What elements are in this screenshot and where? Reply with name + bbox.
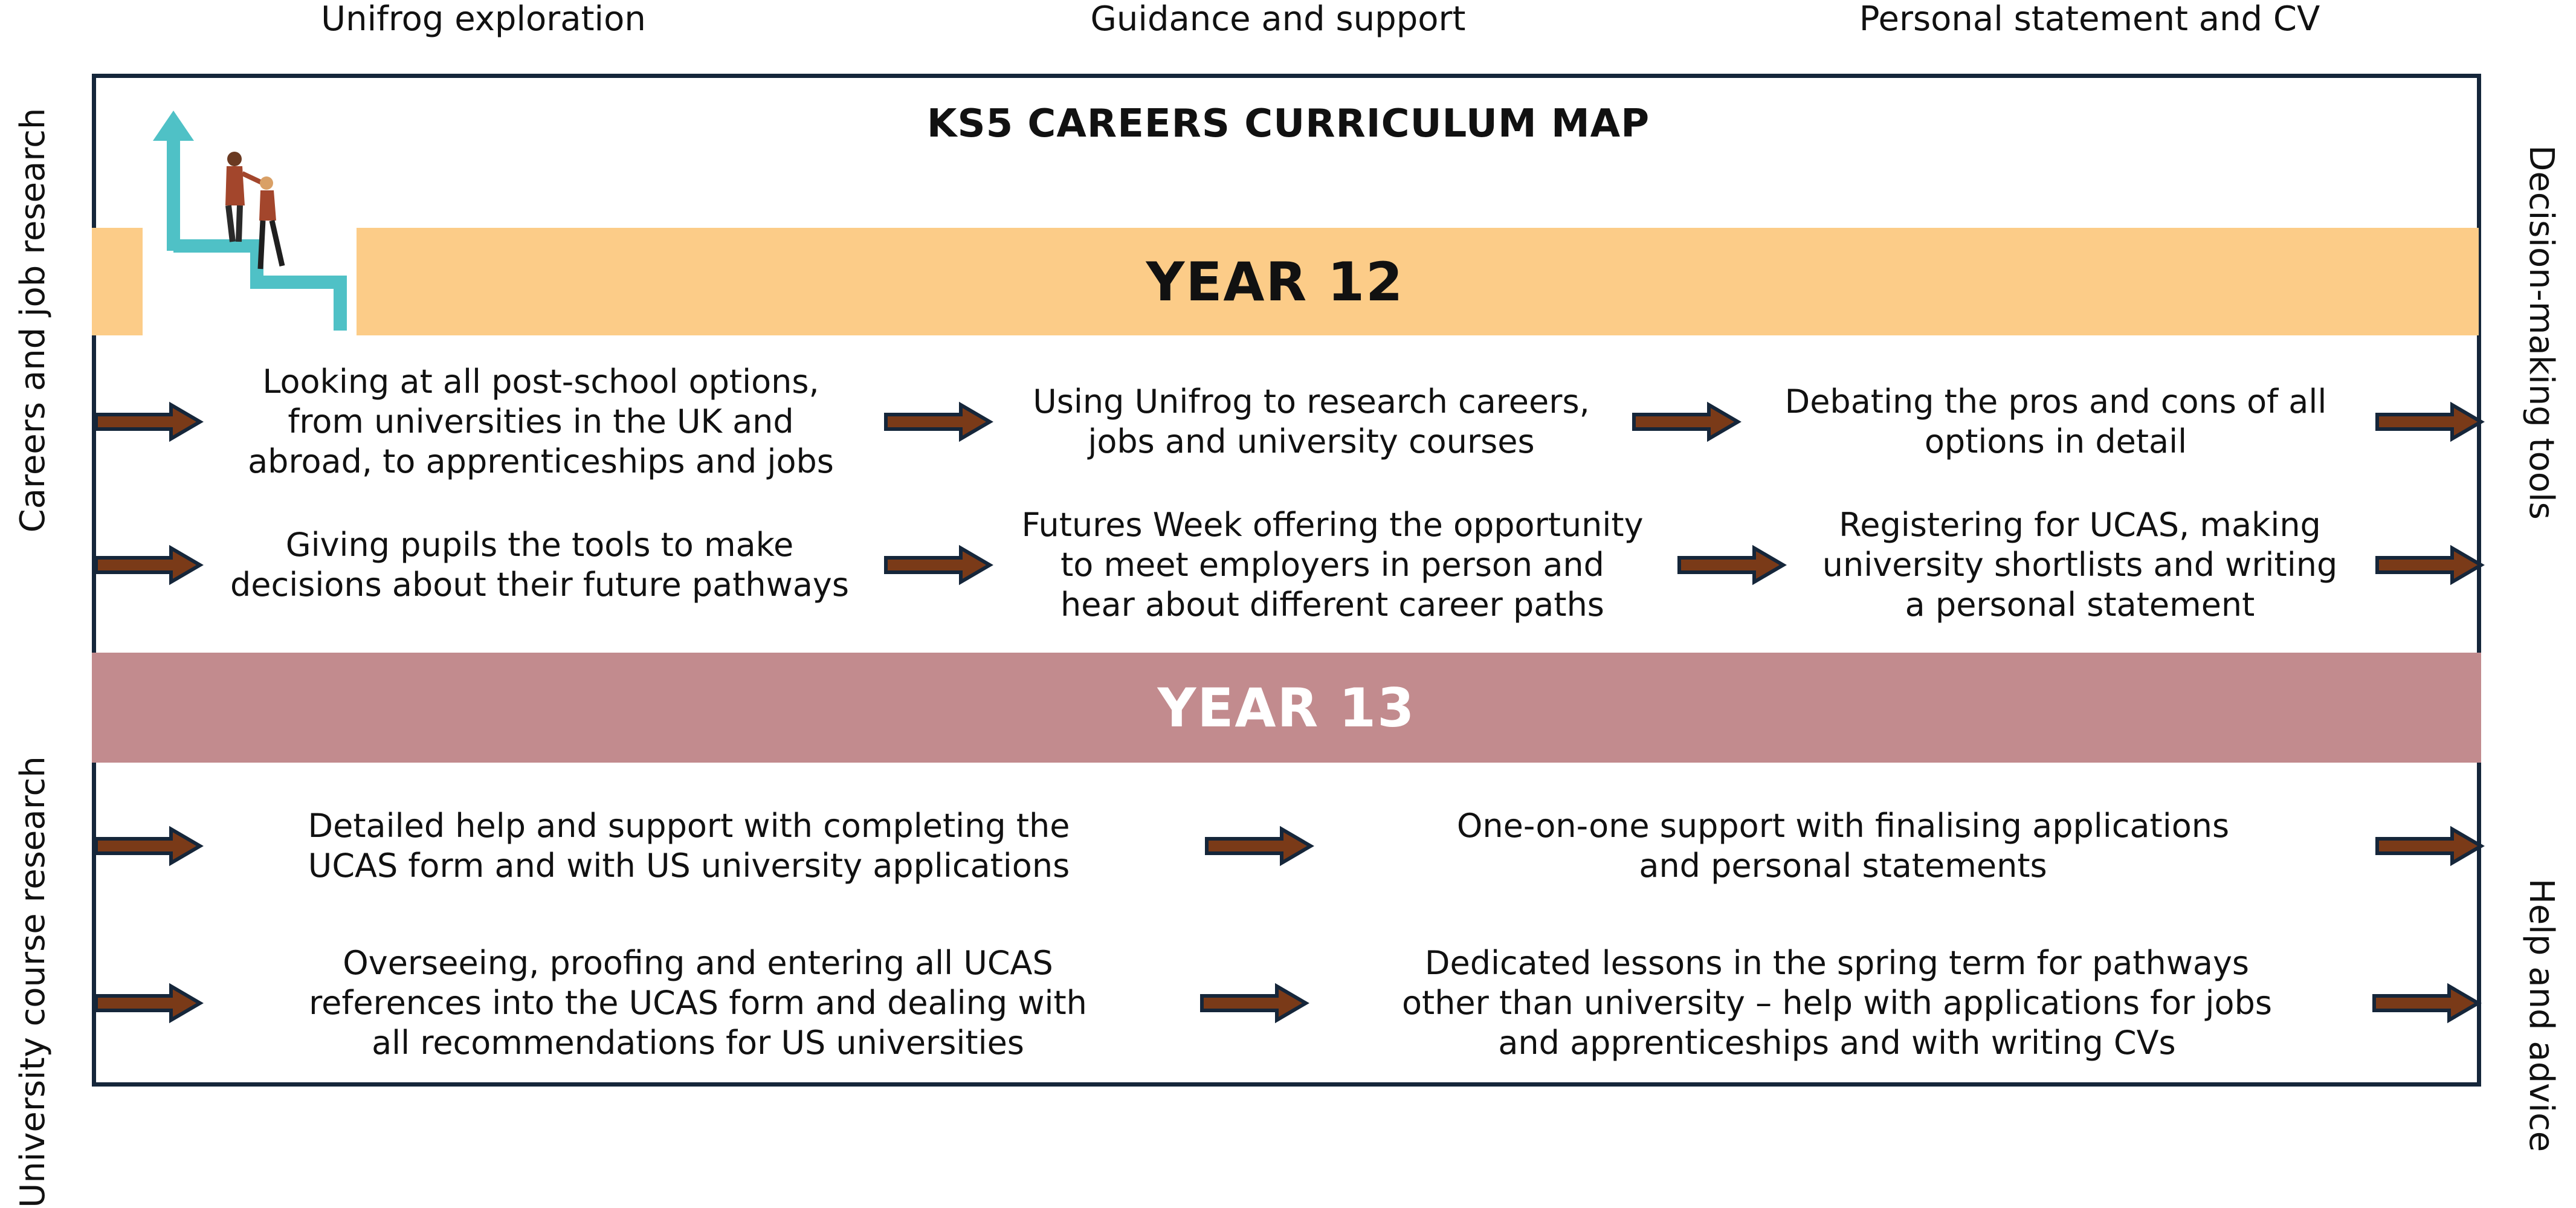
year12-band: YEAR 12 [357, 228, 2479, 335]
column-header-unifrog-exploration: Unifrog exploration [321, 0, 646, 39]
right-arrow-icon [94, 825, 204, 867]
right-arrow-icon [1200, 983, 1309, 1024]
curriculum-map-frame [92, 74, 2481, 1087]
y13-row1-col1-text: Detailed help and support with completin… [308, 807, 1070, 885]
right-arrow-shape [94, 983, 204, 1024]
column-header-guidance-support: Guidance and support [1090, 0, 1466, 39]
right-arrow-icon [94, 983, 204, 1024]
right-arrow-icon [2375, 401, 2485, 442]
year13-label: YEAR 13 [1157, 676, 1416, 739]
people-helping-icon [225, 152, 285, 270]
column-header-personal-statement-cv: Personal statement and CV [1859, 0, 2320, 39]
right-arrow-shape [884, 401, 993, 442]
right-arrow-icon [1632, 401, 1742, 442]
right-arrow-icon [94, 401, 204, 442]
side-label-decision-making-tools: Decision-making tools [2522, 145, 2561, 520]
right-arrow-shape [94, 544, 204, 586]
right-arrow-shape [884, 544, 993, 586]
right-arrow-shape [2375, 825, 2485, 867]
staircase-arrow-icon [153, 111, 347, 331]
right-arrow-icon [884, 544, 993, 586]
right-arrow-shape [1205, 825, 1314, 867]
year13-band: YEAR 13 [92, 653, 2481, 763]
right-arrow-shape [2372, 983, 2482, 1024]
page-title: KS5 CAREERS CURRICULUM MAP [926, 102, 1650, 146]
y13-row1-col2-text: One-on-one support with finalising appli… [1456, 807, 2230, 885]
right-arrow-icon [1205, 825, 1314, 867]
right-arrow-icon [884, 401, 993, 442]
right-arrow-shape [94, 401, 204, 442]
right-arrow-icon [2372, 983, 2482, 1024]
right-arrow-icon [94, 544, 204, 586]
right-arrow-shape [94, 825, 204, 867]
right-arrow-icon [1677, 544, 1787, 586]
side-label-help-and-advice: Help and advice [2522, 878, 2561, 1152]
y13-row2-col2-text: Dedicated lessons in the spring term for… [1402, 944, 2272, 1062]
right-arrow-icon [2375, 544, 2485, 586]
right-arrow-shape [2375, 544, 2485, 586]
right-arrow-shape [1632, 401, 1742, 442]
side-label-university-course-research: University course research [13, 756, 53, 1208]
y12-row1-col2-text: Using Unifrog to research careers,jobs a… [1033, 383, 1590, 460]
year12-label: YEAR 12 [1146, 250, 1404, 313]
right-arrow-shape [1200, 983, 1309, 1024]
right-arrow-icon [2375, 825, 2485, 867]
y12-row1-col1-text: Looking at all post-school options,from … [248, 363, 834, 480]
right-arrow-shape [2375, 401, 2485, 442]
y13-row2-col1-text: Overseeing, proofing and entering all UC… [309, 944, 1087, 1062]
side-label-careers-job-research: Careers and job research [13, 108, 53, 533]
right-arrow-shape [1677, 544, 1787, 586]
year12-band-left-segment [92, 228, 143, 335]
